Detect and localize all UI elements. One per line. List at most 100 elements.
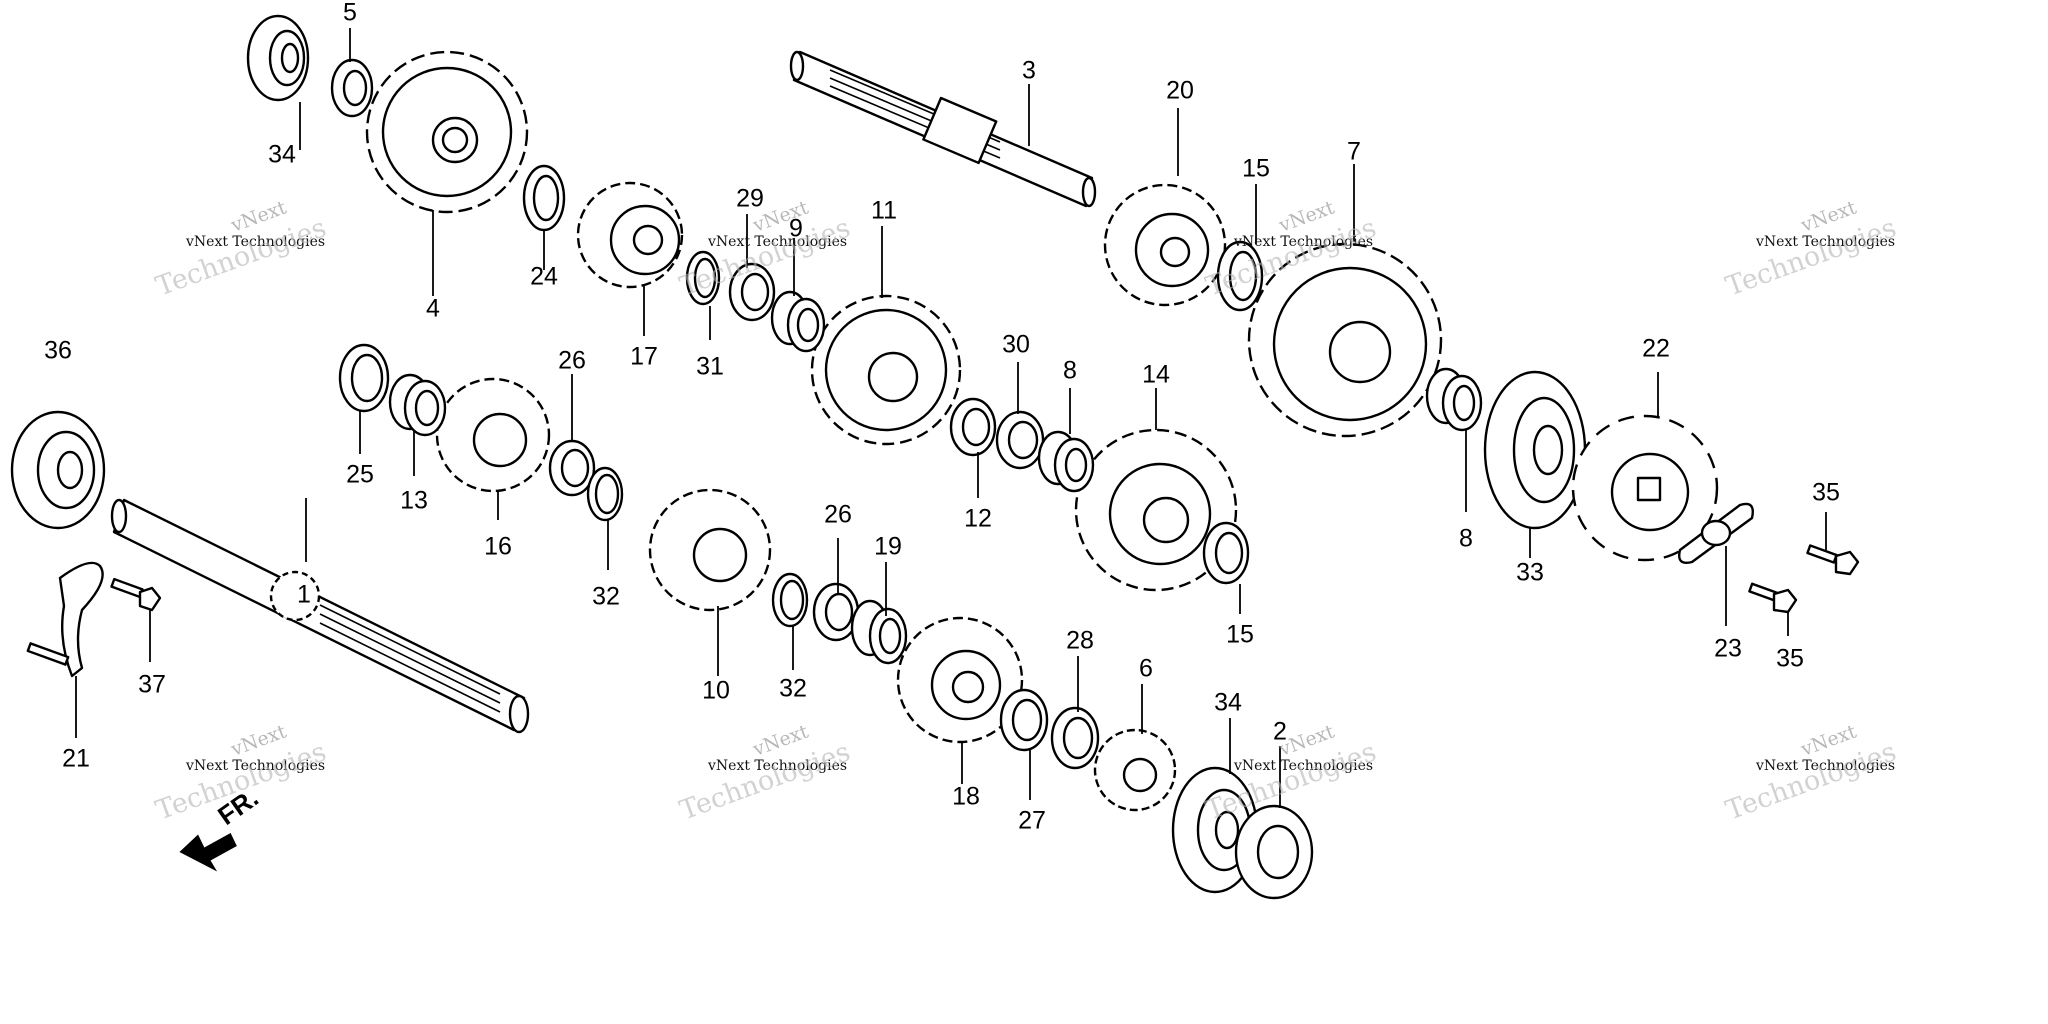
part-label-27: 27: [1018, 807, 1046, 835]
watermark-8: vNext vNext Technologies Technologies: [1722, 720, 1901, 826]
splined-washer-29: [728, 262, 776, 322]
gear-18: [896, 616, 1024, 744]
gear-17: [576, 181, 684, 289]
part-label-32a: 32: [592, 583, 620, 611]
part-label-25: 25: [346, 461, 374, 489]
washer-30: [995, 410, 1045, 470]
washer-15a: [1216, 240, 1264, 312]
part-labels: 1 2 3 4 5 6 7 8 8 9 10 11 12 13 14 15 15…: [44, 0, 1840, 835]
part-label-31: 31: [696, 353, 724, 381]
splined-washer-26b: [812, 582, 860, 642]
watermark-1: vNext vNext Technologies Technologies: [152, 196, 331, 302]
gear-14: [1074, 428, 1238, 592]
svg-text:vNext Technologies: vNext Technologies: [185, 234, 325, 250]
part-label-2: 2: [1273, 718, 1287, 746]
svg-text:vNext Technologies: vNext Technologies: [1233, 234, 1373, 250]
part-label-18: 18: [952, 783, 980, 811]
part-label-19: 19: [874, 533, 902, 561]
part-label-26a: 26: [558, 347, 586, 375]
part-label-21: 21: [62, 745, 90, 773]
part-label-5: 5: [343, 0, 357, 27]
part-label-29: 29: [736, 185, 764, 213]
part-label-6: 6: [1139, 655, 1153, 683]
bearing-33: [1483, 370, 1587, 530]
gear-10: [648, 488, 772, 612]
part-label-36: 36: [44, 337, 72, 365]
svg-text:vNext Technologies: vNext Technologies: [707, 234, 847, 250]
part-label-35a: 35: [1812, 479, 1840, 507]
circlip-31: [685, 250, 721, 306]
part-label-20: 20: [1166, 77, 1194, 105]
bolt-35a: [1806, 544, 1860, 576]
gear-11: [810, 294, 962, 446]
part-label-34a: 34: [268, 141, 296, 169]
bushing-8b: [1425, 367, 1483, 432]
bushing-9: [770, 290, 826, 353]
part-label-24: 24: [530, 263, 558, 291]
part-label-16: 16: [484, 533, 512, 561]
part-label-3: 3: [1022, 57, 1036, 85]
gear-4: [365, 50, 529, 214]
part-label-11: 11: [871, 197, 897, 225]
svg-text:vNext Technologies: vNext Technologies: [1755, 758, 1895, 774]
part-label-33: 33: [1516, 559, 1544, 587]
part-label-23: 23: [1714, 635, 1742, 663]
svg-text:vNext Technologies: vNext Technologies: [707, 758, 847, 774]
bearing-34-top: [246, 14, 310, 102]
mainshaft: [110, 498, 530, 734]
part-label-13: 13: [400, 487, 428, 515]
leader-lines: [75, 28, 1827, 808]
part-label-15b: 15: [1226, 621, 1254, 649]
part-label-32b: 32: [779, 675, 807, 703]
part-label-37: 37: [138, 671, 166, 699]
part-label-30: 30: [1002, 331, 1030, 359]
countershaft: [789, 50, 1097, 208]
part-label-34b: 34: [1214, 689, 1242, 717]
gear-6: [1093, 728, 1177, 812]
part-label-12: 12: [964, 505, 992, 533]
part-label-26b: 26: [824, 501, 852, 529]
part-label-10: 10: [702, 677, 730, 705]
bushing-13: [388, 373, 447, 437]
part-label-4: 4: [426, 295, 440, 323]
watermark-6: vNext vNext Technologies Technologies: [676, 720, 855, 826]
sprocket-22: [1571, 414, 1719, 562]
circlip-32b: [771, 572, 809, 628]
bearing-36: [10, 410, 106, 530]
part-label-15a: 15: [1242, 155, 1270, 183]
part-label-8b: 8: [1459, 525, 1473, 553]
cap-2: [1234, 804, 1314, 900]
bushing-8a: [1037, 430, 1095, 493]
part-label-22: 22: [1642, 335, 1670, 363]
clip-21: [26, 561, 104, 678]
bolt-35b: [1748, 582, 1798, 614]
part-label-17: 17: [630, 343, 658, 371]
part-label-7: 7: [1347, 138, 1361, 166]
washer-27: [999, 688, 1049, 752]
part-label-8a: 8: [1063, 357, 1077, 385]
watermark-4: vNext vNext Technologies Technologies: [1722, 196, 1901, 302]
part-label-35b: 35: [1776, 645, 1804, 673]
part-label-28: 28: [1066, 627, 1094, 655]
svg-text:vNext Technologies: vNext Technologies: [185, 758, 325, 774]
splined-washer-26a: [548, 439, 596, 497]
bolt-37: [110, 577, 162, 612]
collar-5: [330, 58, 374, 118]
part-label-9: 9: [789, 215, 803, 243]
washer-25: [338, 343, 390, 413]
gear-20: [1103, 183, 1227, 307]
circlip-32a: [586, 466, 624, 522]
washer-24: [522, 164, 566, 232]
svg-text:vNext Technologies: vNext Technologies: [1233, 758, 1373, 774]
bushing-19: [850, 599, 908, 665]
washer-15b: [1202, 521, 1250, 585]
splined-washer-12: [949, 397, 997, 457]
splined-washer-28: [1050, 706, 1100, 770]
plate-23: [1678, 502, 1754, 564]
gear-16: [435, 377, 551, 493]
gear-7: [1247, 242, 1443, 438]
svg-text:vNext Technologies: vNext Technologies: [1755, 234, 1895, 250]
part-label-1: 1: [297, 581, 311, 609]
part-label-14: 14: [1142, 361, 1170, 389]
